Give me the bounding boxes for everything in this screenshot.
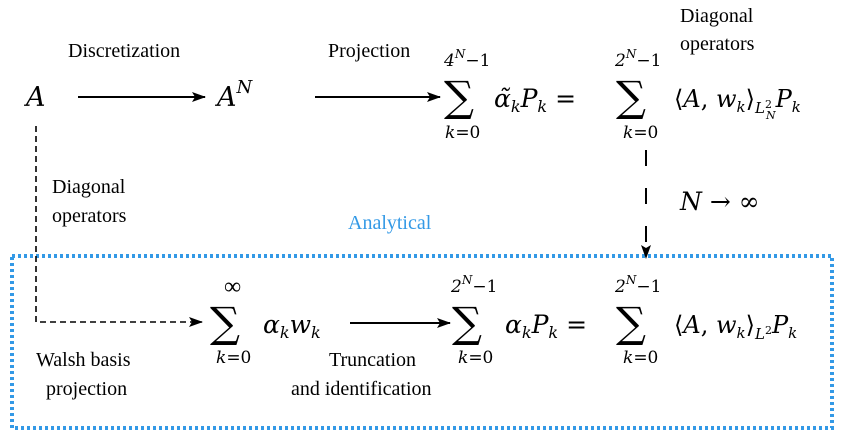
- sum-bottom-2-term: αkPk =: [505, 310, 587, 342]
- symbol-A: A: [23, 82, 46, 113]
- sum-top-1-upper: 4N−1: [443, 47, 490, 71]
- label-diagonal-left-2: operators: [52, 205, 127, 227]
- label-analytical: Analytical: [348, 212, 432, 234]
- label-discretization: Discretization: [68, 40, 180, 62]
- sum-top-2-lower: k=0: [623, 123, 658, 143]
- sum-bottom-1-sigma: ∑: [210, 298, 240, 347]
- label-truncation-1: Truncation: [329, 349, 416, 371]
- sum-bottom-2-sigma: ∑: [452, 298, 482, 347]
- label-walsh-1: Walsh basis: [36, 349, 131, 371]
- sum-bottom-1-upper: ∞: [224, 274, 241, 300]
- sum-bottom-1-term: αkwk: [263, 310, 321, 342]
- label-projection: Projection: [328, 40, 410, 62]
- sum-top-2-sigma: ∑: [616, 72, 646, 121]
- analytical-box: [10, 254, 834, 430]
- sum-bottom-3-lower: k=0: [623, 348, 658, 368]
- label-diagonal-top-1: Diagonal: [680, 5, 754, 27]
- label-limit: N → ∞: [679, 187, 760, 216]
- symbol-A-N: AN: [214, 77, 254, 113]
- label-diagonal-top-2: operators: [680, 33, 755, 55]
- label-truncation-2: and identification: [291, 378, 432, 400]
- sum-top-1-sigma: ∑: [444, 72, 474, 121]
- sum-top-2-upper: 2N−1: [614, 47, 661, 71]
- sum-bottom-1-lower: k=0: [216, 348, 251, 368]
- sum-bottom-3-upper: 2N−1: [614, 273, 661, 297]
- arrow-diagonal-left: [35, 126, 203, 327]
- sum-bottom-3-term: ⟨A, wk⟩L2Pk: [674, 311, 797, 343]
- sum-top-1-term: α̃kPk =: [494, 84, 576, 116]
- label-diagonal-left-1: Diagonal: [52, 176, 126, 198]
- sum-top-1-lower: k=0: [445, 123, 480, 143]
- sum-bottom-2-lower: k=0: [458, 348, 493, 368]
- label-walsh-2: projection: [46, 378, 127, 400]
- sum-bottom-2-upper: 2N−1: [450, 273, 497, 297]
- sum-bottom-3-sigma: ∑: [616, 298, 646, 347]
